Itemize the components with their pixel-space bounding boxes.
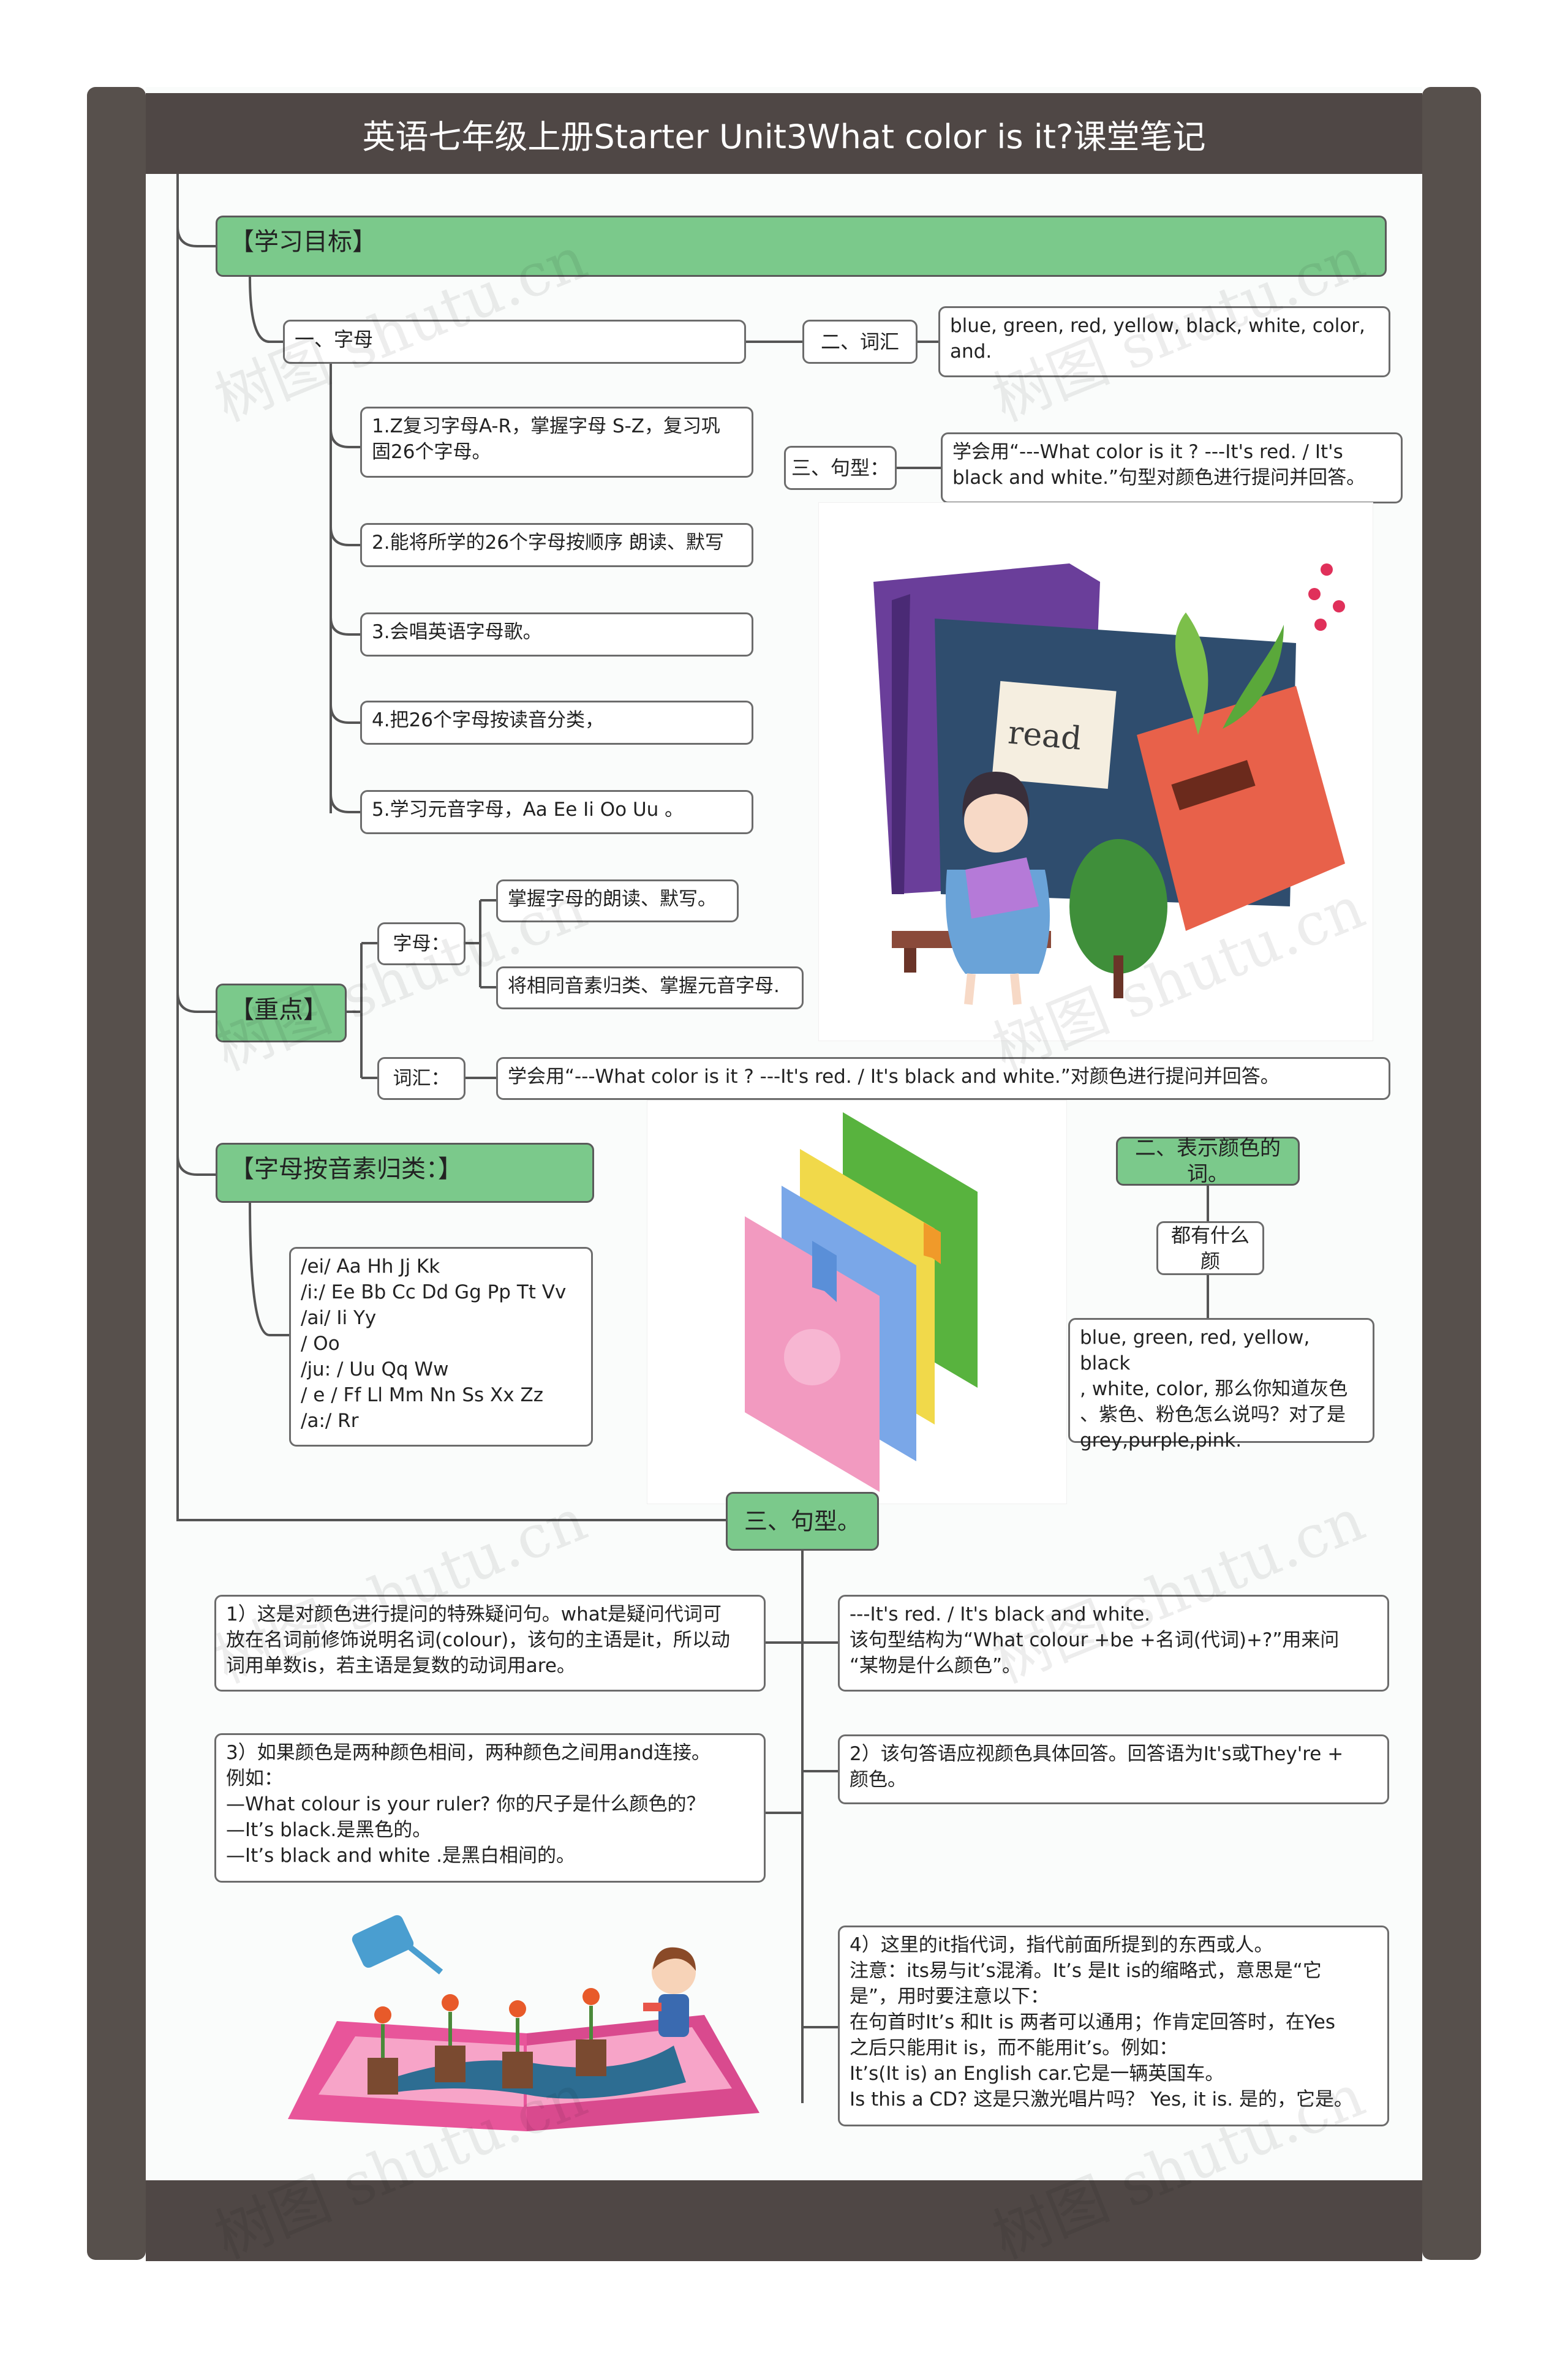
books-illustration	[647, 1100, 1067, 1504]
bush-shape	[1069, 839, 1167, 974]
topic-sentence-pattern[interactable]: 三、句型。	[726, 1492, 879, 1551]
girl-head-shape	[964, 789, 1028, 853]
node-color-words-text[interactable]: blue, green, red, yellow, black , white,…	[1068, 1318, 1374, 1451]
node-key-letters-item-2[interactable]: 将相同音素归类、掌握元音字母.	[496, 966, 804, 1009]
node-letters-item-3[interactable]: 3.会唱英语字母歌。	[360, 612, 753, 657]
node-color-words[interactable]: 二、表示颜色的词。	[1116, 1136, 1300, 1186]
node-letters-item-5[interactable]: 5.学习元音字母，Aa Ee Ii Oo Uu 。	[360, 790, 753, 834]
topic-key-points[interactable]: 【重点】	[216, 984, 347, 1042]
red-book-shape	[1137, 686, 1345, 931]
node-key-vocabulary[interactable]: 词汇：	[377, 1057, 466, 1100]
node-vocabulary-text[interactable]: blue, green, red, yellow, black, white, …	[938, 306, 1390, 377]
node-what-colors[interactable]: 都有什么颜	[1156, 1221, 1264, 1275]
reading-girl-illustration: read	[818, 502, 1373, 1041]
node-pattern-3[interactable]: 3）如果颜色是两种颜色相间，两种颜色之间用and连接。 例如： —What co…	[214, 1733, 766, 1883]
node-pattern-right-1[interactable]: ---It's red. / It's black and white. 该句型…	[838, 1595, 1389, 1692]
open-book-garden-illustration	[288, 1915, 760, 2131]
footer-bar	[146, 2180, 1422, 2261]
svg-text:read: read	[1006, 715, 1083, 758]
node-pattern-4[interactable]: 4）这里的it指代词，指代前面所提到的东西或人。 注意：its易与it’s混淆。…	[838, 1926, 1389, 2126]
node-letters-item-1[interactable]: 1.Z复习字母A-R，掌握字母 S-Z，复习巩 固26个字母。	[360, 407, 753, 478]
node-sentence[interactable]: 三、句型：	[784, 446, 897, 490]
main-trunk-line	[176, 174, 726, 1522]
topic-phonics-groups[interactable]: 【字母按音素归类：】	[216, 1143, 594, 1203]
topic-learning-goals[interactable]: 【学习目标】	[216, 216, 1387, 277]
node-letters-item-2[interactable]: 2.能将所学的26个字母按顺序 朗读、默写	[360, 523, 753, 567]
frame-right-border	[1422, 87, 1481, 2260]
node-key-letters-item-1[interactable]: 掌握字母的朗读、默写。	[496, 879, 739, 922]
node-phonics-list[interactable]: /ei/ Aa Hh Jj Kk /i:/ Ee Bb Cc Dd Gg Pp …	[289, 1247, 593, 1447]
page-title: 英语七年级上册Starter Unit3What color is it?课堂笔…	[146, 93, 1422, 174]
node-pattern-1[interactable]: 1）这是对颜色进行提问的特殊疑问句。what是疑问代词可 放在名词前修饰说明名词…	[214, 1595, 766, 1692]
node-key-letters[interactable]: 字母：	[377, 922, 466, 965]
node-sentence-text[interactable]: 学会用“---What color is it ? ---It's red. /…	[941, 432, 1403, 503]
watering-can-shape	[352, 1915, 414, 1968]
node-key-vocabulary-text[interactable]: 学会用“---What color is it ? ---It's red. /…	[496, 1057, 1390, 1100]
node-letters-item-4[interactable]: 4.把26个字母按读音分类，	[360, 701, 753, 745]
node-pattern-2[interactable]: 2）该句答语应视颜色具体回答。回答语为It's或They're + 颜色。	[838, 1734, 1389, 1804]
node-letters[interactable]: 一、字母	[283, 320, 746, 364]
node-vocabulary[interactable]: 二、词汇	[802, 320, 918, 364]
frame-left-border	[87, 87, 146, 2260]
